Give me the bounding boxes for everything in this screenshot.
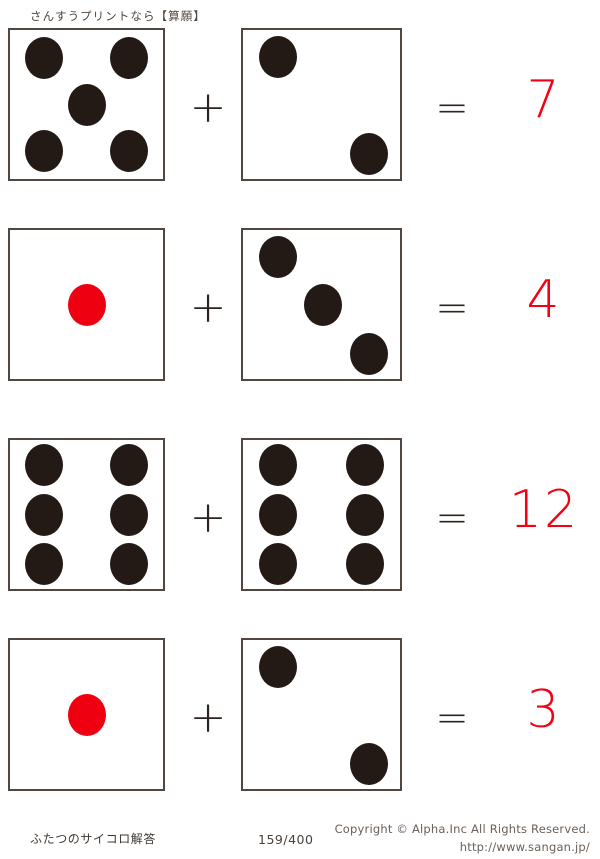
equals-operator: =	[435, 695, 469, 741]
die-pip	[349, 132, 388, 175]
plus-operator: +	[189, 492, 227, 543]
die-left	[8, 438, 165, 591]
die-pip	[349, 742, 388, 785]
die-pip	[110, 37, 149, 80]
equals-operator: =	[435, 495, 469, 541]
die-pip	[24, 444, 63, 487]
equation-row: + = 3	[0, 638, 600, 798]
plus-operator: +	[189, 82, 227, 133]
footer-page-number: 159/400	[258, 832, 314, 847]
die-pip	[258, 493, 297, 536]
die-pip	[346, 542, 385, 585]
die-pip	[24, 493, 63, 536]
die-pip	[110, 129, 149, 172]
die-pip	[258, 645, 297, 688]
equation-row: + = 4	[0, 228, 600, 388]
die-left	[8, 28, 165, 181]
die-pip	[110, 493, 149, 536]
die-pip	[24, 129, 63, 172]
answer-value: 12	[508, 480, 580, 540]
plus-operator: +	[189, 692, 227, 743]
footer-copyright: Copyright © Alpha.Inc All Rights Reserve…	[334, 822, 590, 836]
die-right	[241, 228, 402, 381]
die-pip	[346, 444, 385, 487]
equation-row: + = 12	[0, 438, 600, 598]
answer-value: 3	[526, 680, 562, 740]
page-header-title: さんすうプリントなら【算願】	[30, 9, 206, 23]
die-pip	[110, 542, 149, 585]
die-pip	[258, 35, 297, 78]
die-pip	[24, 542, 63, 585]
die-left	[8, 228, 165, 381]
answer-value: 7	[526, 70, 562, 130]
die-left	[8, 638, 165, 791]
die-pip	[258, 542, 297, 585]
die-pip	[67, 693, 106, 736]
equals-operator: =	[435, 285, 469, 331]
equals-operator: =	[435, 85, 469, 131]
die-pip	[110, 444, 149, 487]
die-pip	[349, 332, 388, 375]
die-pip	[67, 83, 106, 126]
die-pip	[346, 493, 385, 536]
die-pip	[258, 444, 297, 487]
footer-url: http://www.sangan.jp/	[459, 840, 590, 854]
footer-worksheet-title: ふたつのサイコロ解答	[30, 832, 157, 846]
die-right	[241, 438, 402, 591]
die-right	[241, 28, 402, 181]
plus-operator: +	[189, 282, 227, 333]
equation-row: + = 7	[0, 28, 600, 188]
answer-value: 4	[526, 270, 562, 330]
die-pip	[24, 37, 63, 80]
die-right	[241, 638, 402, 791]
die-pip	[304, 283, 343, 326]
die-pip	[258, 235, 297, 278]
die-pip	[67, 283, 106, 326]
